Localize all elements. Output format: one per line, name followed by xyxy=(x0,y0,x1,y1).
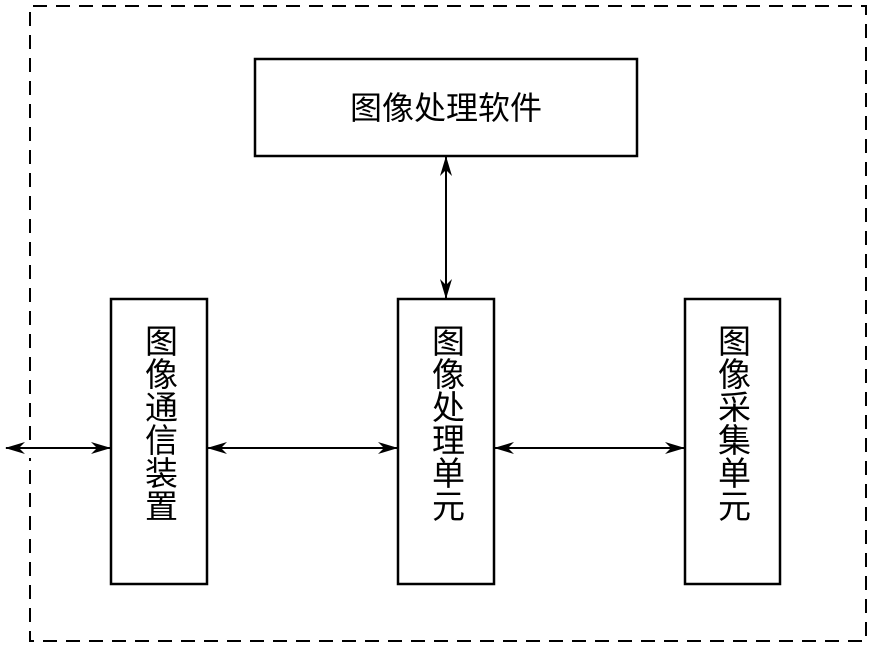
software-box-label: 图像处理软件 xyxy=(350,89,542,127)
communication-device-box: 图像通信装置 xyxy=(109,297,209,586)
processing-unit-label: 图像处理单元 xyxy=(427,324,466,522)
acquisition-unit-label: 图像采集单元 xyxy=(713,324,752,522)
processing-unit-box: 图像处理单元 xyxy=(396,297,496,586)
software-box: 图像处理软件 xyxy=(253,57,639,158)
communication-device-label: 图像通信装置 xyxy=(140,324,179,522)
system-boundary xyxy=(29,5,867,642)
acquisition-unit-box: 图像采集单元 xyxy=(683,297,782,586)
